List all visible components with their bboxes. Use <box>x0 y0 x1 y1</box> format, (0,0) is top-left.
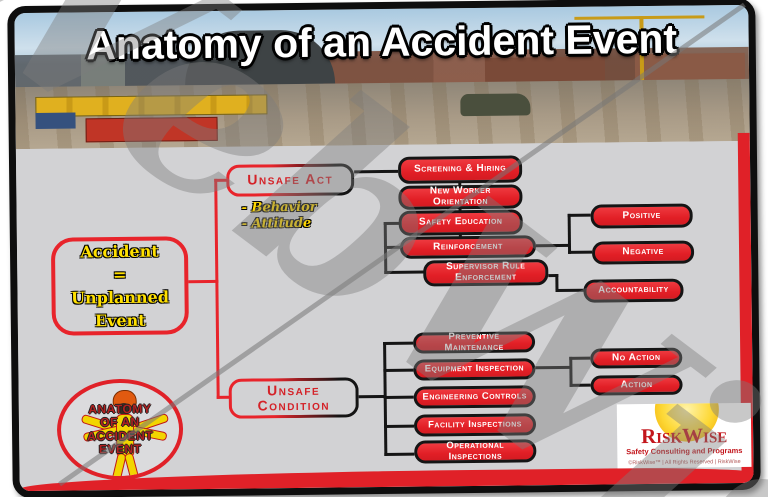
accident-line: Accident <box>80 241 159 262</box>
node-safety-education: Safety Education <box>398 209 523 236</box>
connector-line <box>383 368 414 373</box>
node-label: Positive <box>622 209 661 221</box>
node-action: Action <box>590 374 683 396</box>
connector-line <box>568 250 593 254</box>
node-equipment-inspection: Equipment Inspection <box>413 358 536 381</box>
riskwise-fineprint: ©RiskWise™ | All Rights Reserved | RiskW… <box>628 458 741 467</box>
node-label: Safety Education <box>418 215 503 228</box>
connector-line <box>569 383 591 387</box>
node-engineering-controls: Engineering Controls <box>413 385 536 409</box>
poster-frame: Anatomy of an Accident Event Accident = … <box>7 0 761 497</box>
connector-line <box>535 365 572 370</box>
node-new-worker-orientation: New Worker Orientation <box>398 184 523 210</box>
connector-line <box>354 169 399 174</box>
node-screening-hiring: Screening & Hiring <box>397 155 523 184</box>
connector-line <box>567 213 572 254</box>
node-unsafe-condition: Unsafe Condition <box>228 377 359 419</box>
seal-line: of an <box>100 414 140 430</box>
accident-line: = <box>112 264 127 284</box>
node-label: Screening & Hiring <box>413 162 507 175</box>
connector-line <box>358 394 386 399</box>
node-accident: Accident = Unplanned Event <box>50 236 189 336</box>
connector-line <box>569 356 591 360</box>
connector-line <box>567 213 591 217</box>
node-label: Supervisor Rule Enforcement <box>446 260 526 284</box>
node-label: No Action <box>611 351 661 364</box>
node-label: Equipment Inspection <box>424 362 525 375</box>
note-behavior: - Behavior <box>241 199 317 216</box>
node-facility-inspections: Facility Inspections <box>413 413 537 437</box>
node-supervisor-rule-enforcement: Supervisor Rule Enforcement <box>423 259 549 287</box>
unsafe-condition-label: Unsafe Condition <box>257 381 331 414</box>
node-label: Preventive Maintenance <box>444 330 504 353</box>
riskwise-tagline: Safety Consulting and Programs <box>626 445 743 457</box>
riskwise-logo: RiskWise Safety Consulting and Programs … <box>616 402 752 469</box>
seal-text: Anatomy of an Accident Event <box>61 382 180 476</box>
node-no-action: No Action <box>590 347 683 369</box>
connector-line <box>535 243 570 248</box>
node-unsafe-act: Unsafe Act <box>226 163 355 197</box>
node-label: Reinforcement <box>433 240 503 253</box>
connector-line <box>383 245 402 249</box>
connector-line <box>384 270 425 274</box>
accident-line: Event <box>94 310 146 331</box>
node-label: Negative <box>622 245 664 258</box>
node-label: Action <box>620 378 653 390</box>
behavior-attitude-notes: - Behavior - Attitude <box>241 199 361 233</box>
connector-line <box>383 221 400 226</box>
node-accountability: Accountability <box>583 278 684 303</box>
connector-line <box>384 424 415 429</box>
node-operational-inspections: Operational Inspections <box>414 439 537 464</box>
connector-line <box>383 395 414 400</box>
node-label: New Worker Orientation <box>429 184 491 208</box>
connector-line <box>569 356 573 387</box>
node-negative: Negative <box>591 240 695 265</box>
node-positive: Positive <box>590 203 693 229</box>
node-label: Engineering Controls <box>422 390 527 403</box>
connector-line <box>384 452 415 457</box>
riskwise-name: RiskWise <box>640 423 728 449</box>
accident-line: Unplanned <box>71 287 170 308</box>
seal-line: Event <box>98 441 142 457</box>
connector-line <box>214 178 220 399</box>
unsafe-act-label: Unsafe Act <box>247 170 334 188</box>
node-reinforcement: Reinforcement <box>399 235 537 259</box>
node-preventive-maintenance: Preventive Maintenance <box>412 330 536 354</box>
connector-line <box>188 279 219 284</box>
connector-line <box>555 288 584 293</box>
node-label: Operational Inspections <box>446 439 505 462</box>
note-attitude: - Attitude <box>241 216 312 232</box>
connector-line <box>383 341 414 346</box>
node-label: Accountability <box>598 284 669 296</box>
anatomy-seal-logo: Anatomy of an Accident Event <box>56 378 184 481</box>
node-label: Facility Inspections <box>428 418 522 431</box>
